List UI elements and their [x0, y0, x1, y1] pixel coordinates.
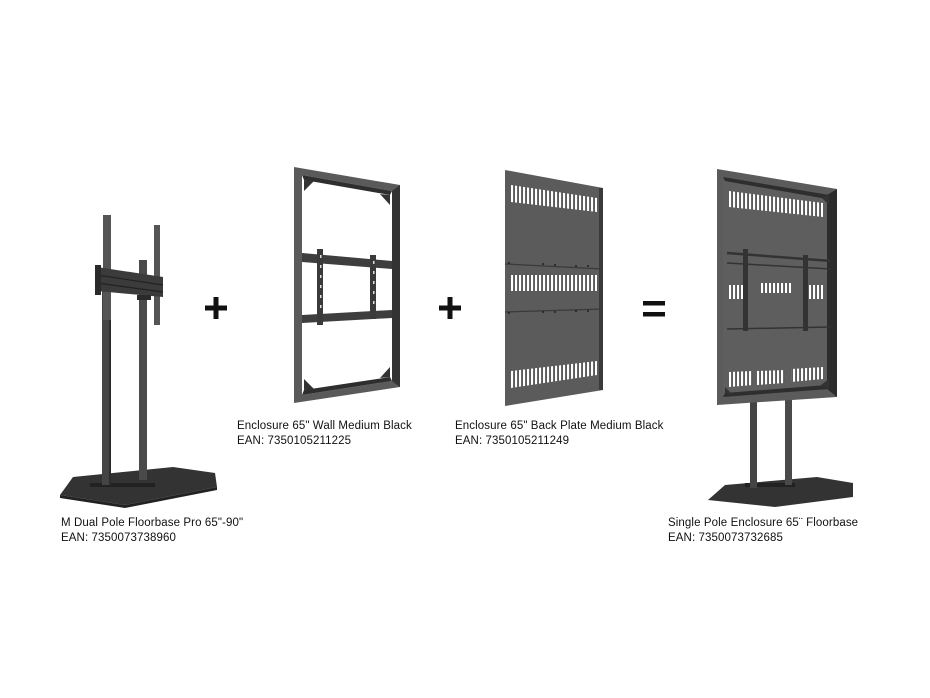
product-name: M Dual Pole Floorbase Pro 65"-90" — [61, 517, 244, 529]
product-caption-enclosure-wall: Enclosure 65" Wall Medium Black EAN: 735… — [237, 419, 412, 449]
product-caption-enclosure-back-plate: Enclosure 65" Back Plate Medium Black EA… — [455, 419, 664, 449]
equals-icon — [643, 301, 665, 317]
single-pole-enclosure-floorbase-icon — [708, 169, 853, 507]
product-name: Single Pole Enclosure 65¨ Floorbase — [668, 517, 859, 529]
product-name: Enclosure 65" Back Plate Medium Black — [455, 420, 664, 432]
product-name: Enclosure 65" Wall Medium Black — [237, 420, 412, 432]
dual-pole-floorbase-icon — [60, 215, 217, 508]
product-dual-pole-floorbase — [55, 205, 225, 510]
product-ean: EAN: 7350105211249 — [455, 435, 570, 447]
plus-icon — [205, 297, 227, 319]
product-caption-dual-pole-floorbase: M Dual Pole Floorbase Pro 65"-90" EAN: 7… — [61, 516, 243, 546]
plus-icon — [439, 297, 461, 319]
enclosure-wall-frame-icon — [294, 167, 400, 403]
product-single-pole-enclosure-floorbase — [705, 165, 855, 510]
product-ean: EAN: 7350073738960 — [61, 532, 176, 544]
product-enclosure-wall — [290, 165, 405, 405]
product-ean: EAN: 7350105211225 — [237, 435, 352, 447]
product-enclosure-back-plate — [503, 168, 605, 408]
product-caption-single-pole-enclosure-floorbase: Single Pole Enclosure 65¨ Floorbase EAN:… — [668, 516, 858, 546]
product-ean: EAN: 7350073732685 — [668, 532, 783, 544]
enclosure-back-plate-icon — [504, 170, 604, 406]
